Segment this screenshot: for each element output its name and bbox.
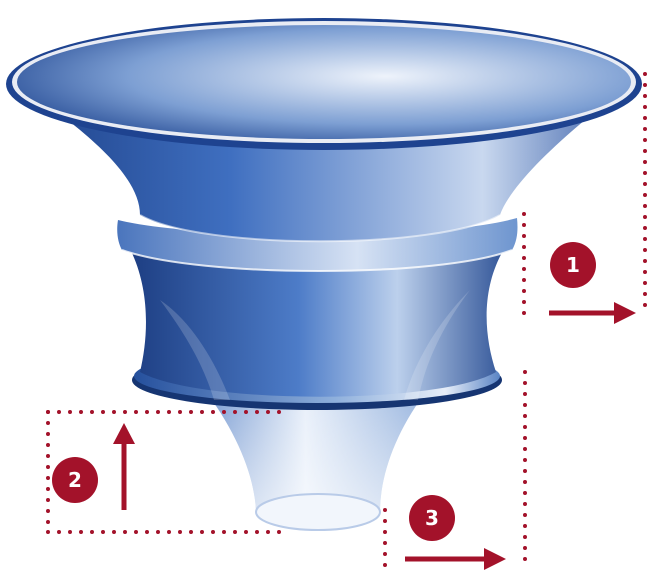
funnel-spout	[212, 400, 420, 530]
step-badge-1-label: 1	[566, 253, 580, 277]
arrow-up-2	[113, 423, 135, 510]
arrow-right-3	[405, 548, 506, 570]
step-badge-1: 1	[550, 242, 596, 288]
step-badge-3: 3	[409, 495, 455, 541]
funnel-top-rim	[6, 18, 642, 150]
step-badge-2-label: 2	[68, 468, 82, 492]
step-badge-3-label: 3	[425, 506, 439, 530]
step-badge-2: 2	[52, 457, 98, 503]
arrow-right-1	[549, 302, 636, 324]
